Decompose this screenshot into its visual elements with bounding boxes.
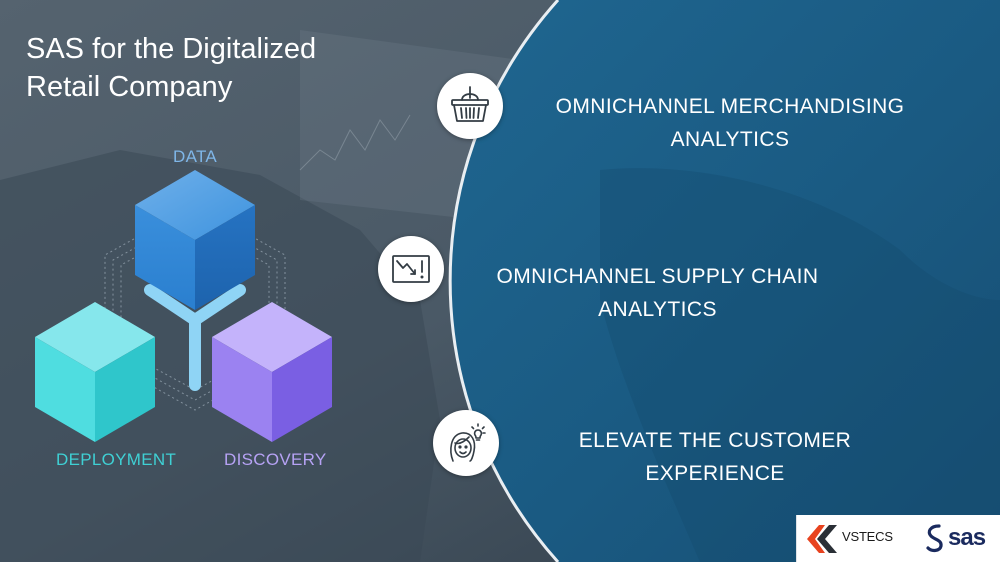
hex-frame [104, 204, 286, 411]
deployment-label: DEPLOYMENT [56, 450, 177, 469]
item-1-line-2: ANALYTICS [670, 128, 790, 151]
item-2-line-1: OMNICHANNEL SUPPLY CHAIN [496, 265, 819, 288]
downtrend-alert-icon [392, 255, 430, 283]
deployment-cube [35, 302, 155, 442]
right-panel [450, 0, 1000, 562]
merchandising-icon-circle [437, 73, 503, 139]
data-cube [135, 170, 255, 310]
item-customer-experience: ELEVATE THE CUSTOMER EXPERIENCE [540, 424, 890, 490]
vstecs-logo-text: VSTECS [842, 529, 893, 544]
logo-bar: VSTECS sas [796, 515, 1000, 562]
data-label: DATA [173, 147, 218, 166]
title-line-2: Retail Company [26, 71, 233, 103]
sas-logo-icon [926, 524, 943, 553]
slide-title: SAS for the Digitalized Retail Company [26, 30, 406, 106]
curve-line [448, 0, 560, 562]
item-1-line-1: OMNICHANNEL MERCHANDISING [555, 95, 905, 118]
vstecs-logo-icon [807, 525, 837, 553]
background-sketch [299, 114, 411, 171]
title-line-1: SAS for the Digitalized [26, 33, 317, 65]
discovery-cube [212, 302, 332, 442]
customer-idea-icon [450, 423, 486, 462]
cube-connector [144, 284, 246, 391]
discovery-label: DISCOVERY [224, 450, 327, 469]
panel-texture [600, 168, 1000, 562]
customer-icon-circle [433, 410, 499, 476]
item-3-line-1: ELEVATE THE CUSTOMER [578, 429, 852, 452]
item-supply-chain: OMNICHANNEL SUPPLY CHAIN ANALYTICS [455, 260, 860, 326]
item-3-line-2: EXPERIENCE [645, 462, 785, 485]
shopping-basket-icon [451, 86, 489, 122]
sas-logo-text: sas [948, 524, 986, 551]
supply-chain-icon-circle [378, 236, 444, 302]
item-2-line-2: ANALYTICS [598, 298, 717, 321]
item-merchandising: OMNICHANNEL MERCHANDISING ANALYTICS [515, 90, 945, 156]
